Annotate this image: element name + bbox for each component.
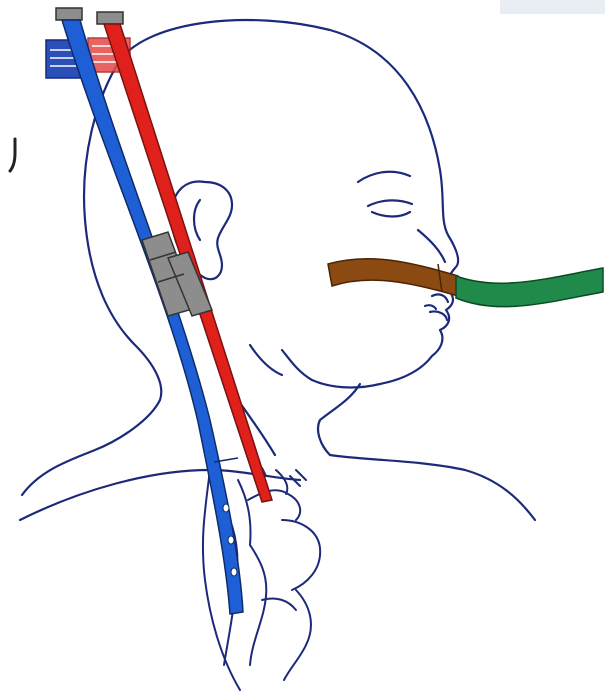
- arterial-cannula-cap: [97, 12, 123, 24]
- endotracheal-tube: [328, 259, 603, 307]
- eye-lid: [368, 200, 412, 206]
- eye-lash: [372, 212, 410, 217]
- venous-cannula-tube: [62, 20, 243, 614]
- endotracheal-tube-proximal: [456, 268, 603, 307]
- front-neck-outline: [318, 384, 360, 455]
- mouth-lower: [430, 311, 447, 320]
- mouth-corner: [425, 305, 436, 309]
- nose: [418, 230, 445, 262]
- jaw-line: [250, 345, 282, 375]
- venous-cannula-cap: [56, 8, 82, 20]
- face-details: [358, 172, 448, 320]
- eyebrow: [358, 172, 410, 182]
- mouth-upper: [432, 294, 448, 302]
- chest-outline: [330, 455, 535, 520]
